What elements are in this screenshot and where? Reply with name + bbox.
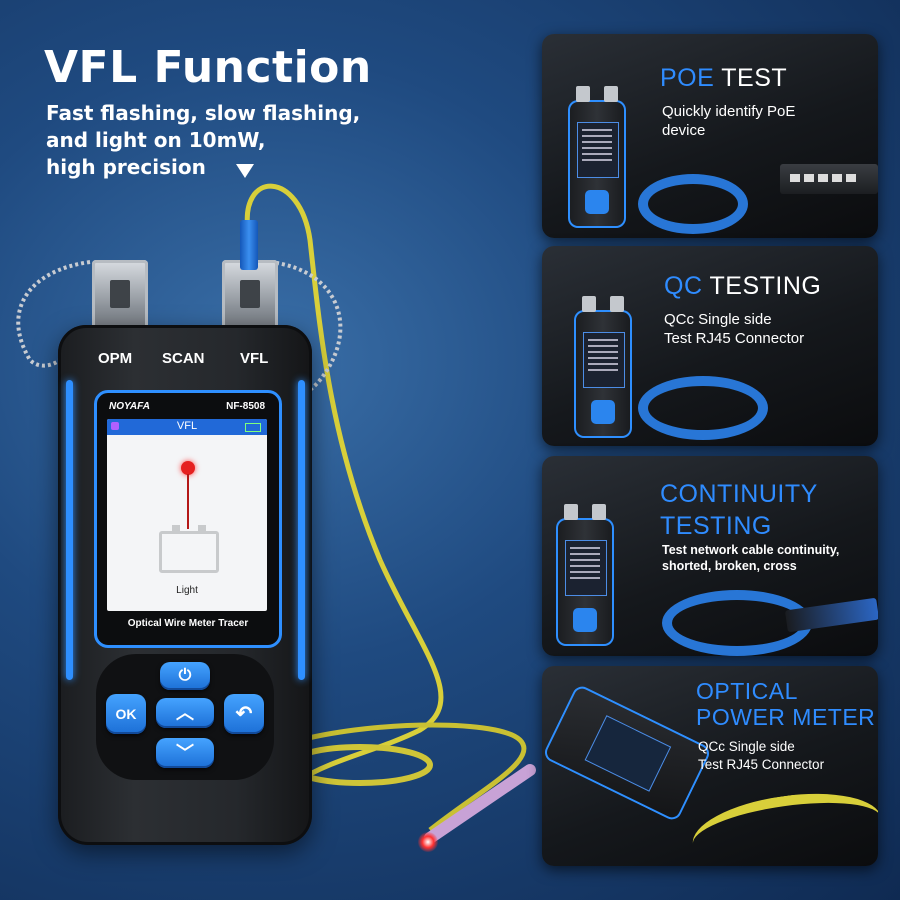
panel-title: CONTINUITY TESTING bbox=[660, 480, 818, 540]
subtitle-line: and light on 10mW, bbox=[46, 128, 266, 152]
cable-coil bbox=[638, 174, 748, 234]
mini-device bbox=[574, 296, 632, 438]
up-button[interactable]: ︿ bbox=[156, 698, 214, 728]
panel-qc-testing: QC TESTING QCc Single side Test RJ45 Con… bbox=[542, 246, 878, 446]
pointer-arrow-icon bbox=[236, 164, 254, 178]
panel-desc: Test network cable continuity, shorted, … bbox=[662, 543, 840, 573]
remote-unit bbox=[784, 597, 878, 633]
poe-switch bbox=[780, 164, 878, 194]
laser-dot-icon bbox=[181, 461, 195, 475]
screen-frame: NOYAFA NF-8508 VFL Light Optical Wire Me… bbox=[94, 390, 282, 648]
headline-subtitle: Fast flashing, slow flashing, and light … bbox=[46, 100, 361, 181]
model-number: NF-8508 bbox=[226, 401, 265, 412]
panel-desc: Quickly identify PoE device bbox=[662, 103, 796, 139]
chain-right bbox=[269, 260, 343, 392]
battery-icon bbox=[245, 423, 261, 432]
down-button[interactable]: ﹀ bbox=[156, 738, 214, 768]
ok-button[interactable]: OK bbox=[106, 694, 146, 734]
device-top-view bbox=[542, 683, 713, 823]
laser-glow bbox=[418, 832, 438, 852]
side-light-strip bbox=[66, 380, 73, 680]
fiber-cable bbox=[688, 783, 878, 866]
panel-optical-power-meter: OPTICAL POWER METER QCc Single side Test… bbox=[542, 666, 878, 866]
panel-poe-test: POE TEST Quickly identify PoE device bbox=[542, 34, 878, 238]
chain-left bbox=[16, 260, 91, 368]
lcd-status-text: Light bbox=[176, 585, 198, 596]
panel-desc: QCc Single side Test RJ45 Connector bbox=[664, 311, 805, 347]
cable-coil bbox=[638, 376, 768, 440]
fiber-coil bbox=[299, 722, 527, 832]
panel-continuity-testing: CONTINUITY TESTING Test network cable co… bbox=[542, 456, 878, 656]
power-button[interactable]: ⏻ bbox=[160, 662, 210, 690]
mini-device bbox=[556, 504, 614, 646]
port-labels: OPM SCAN VFL bbox=[58, 350, 312, 374]
lcd-title: VFL bbox=[176, 420, 198, 432]
panel-title: QC TESTING bbox=[664, 272, 822, 300]
side-light-strip bbox=[298, 380, 305, 680]
connector-icon bbox=[159, 525, 219, 573]
lcd-title-bar: VFL bbox=[107, 419, 267, 435]
tester-device: OPM SCAN VFL NOYAFA NF-8508 VFL Light Op… bbox=[50, 220, 320, 850]
brand-logo: NOYAFA bbox=[109, 401, 150, 412]
subtitle-line: Fast flashing, slow flashing, bbox=[46, 101, 361, 125]
panel-desc: QCc Single side Test RJ45 Connector bbox=[698, 739, 825, 772]
back-button[interactable]: ↶ bbox=[224, 694, 264, 734]
port-label-vfl: VFL bbox=[240, 350, 269, 367]
lcd-screen: VFL Light bbox=[107, 419, 267, 611]
mini-device bbox=[568, 86, 626, 228]
port-label-opm: OPM bbox=[98, 350, 133, 367]
fiber-cable bbox=[244, 183, 444, 783]
laser-probe bbox=[424, 764, 536, 844]
headline-title: VFL Function bbox=[44, 42, 372, 93]
panel-title: OPTICAL POWER METER bbox=[696, 678, 876, 730]
menu-icon bbox=[111, 422, 119, 430]
laser-beam-icon bbox=[187, 474, 189, 529]
device-caption: Optical Wire Meter Tracer bbox=[127, 618, 249, 629]
panel-title: POE TEST bbox=[660, 64, 788, 92]
port-label-scan: SCAN bbox=[162, 350, 205, 367]
fiber-plug bbox=[240, 220, 258, 270]
subtitle-line: high precision bbox=[46, 155, 206, 179]
